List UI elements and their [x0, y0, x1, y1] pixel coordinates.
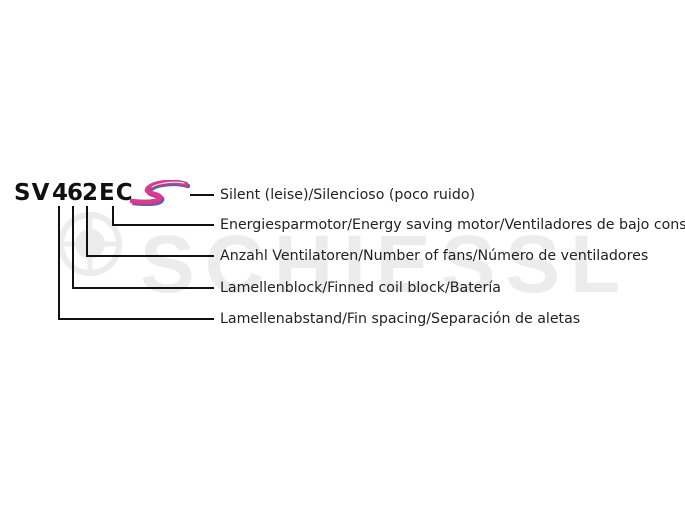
connector-silent — [190, 194, 214, 196]
code-prefix: SV — [14, 180, 51, 206]
connector-motor — [112, 224, 214, 226]
watermark-text: SCHIESSL — [140, 219, 631, 310]
connector-motor-vertical — [112, 206, 114, 225]
silent-s-icon — [129, 180, 190, 206]
code-fin-spacing: 4 — [52, 180, 70, 206]
label-fans: Anzahl Ventilatoren/Number of fans/Númer… — [220, 248, 649, 264]
connector-fin-spacing — [58, 318, 214, 320]
label-coil-block: Lamellenblock/Finned coil block/Batería — [220, 280, 501, 296]
connector-fans-vertical — [86, 206, 88, 256]
schiessl-logo — [58, 212, 122, 276]
code-motor: EC — [99, 180, 134, 206]
code-fans: 2 — [82, 180, 100, 206]
label-silent: Silent (leise)/Silencioso (poco ruido) — [220, 187, 476, 203]
connector-coil-block-vertical — [72, 206, 74, 288]
connector-fin-spacing-vertical — [58, 206, 60, 319]
connector-coil-block — [72, 287, 214, 289]
label-motor: Energiesparmotor/Energy saving motor/Ven… — [220, 217, 685, 233]
code-coil-block: 6 — [67, 180, 85, 206]
label-fin-spacing: Lamellenabstand/Fin spacing/Separación d… — [220, 311, 581, 327]
connector-fans — [86, 255, 214, 257]
